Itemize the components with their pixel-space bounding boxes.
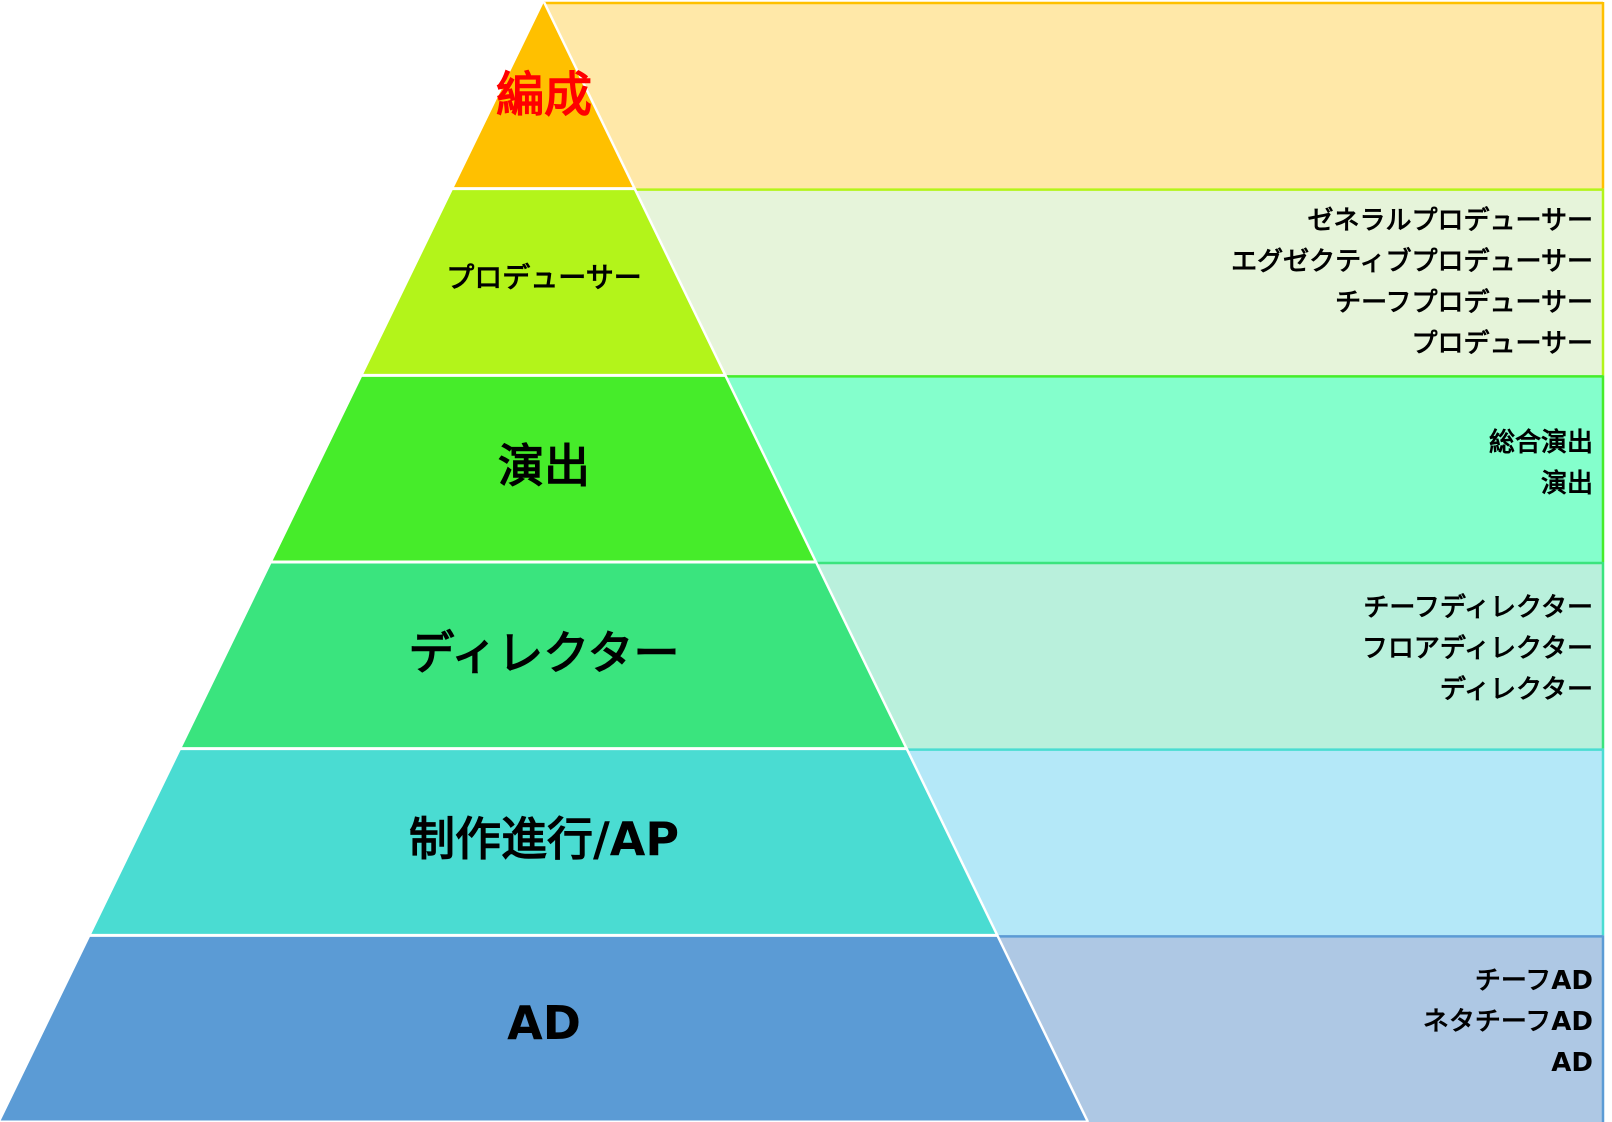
- pyramid-level-ad: [0, 936, 1088, 1121]
- panel-hensei: [544, 2, 1603, 189]
- panel-ad: [997, 935, 1603, 1122]
- level-label-director: ディレクター: [408, 625, 680, 680]
- title-item: チーフディレクター: [1363, 593, 1593, 623]
- pyramid-level-director: [182, 563, 906, 748]
- title-item: チーフプロデューサー: [1335, 287, 1593, 318]
- title-item: エグゼクティブプロデューサー: [1231, 246, 1593, 277]
- title-list-producer: ゼネラルプロデューサー エグゼクティブプロデューサー チーフプロデューサー プロ…: [1231, 201, 1593, 365]
- title-list-ad: チーフAD ネタチーフAD AD: [1423, 961, 1593, 1084]
- title-item: チーフAD: [1474, 966, 1593, 997]
- level-label-producer: プロデューサー: [446, 261, 642, 295]
- title-item: 総合演出: [1488, 428, 1593, 459]
- pyramid-level-hensei: [454, 2, 634, 188]
- pyramid-level-producer: [363, 190, 725, 374]
- panel-director: [816, 562, 1603, 749]
- title-item: ネタチーフAD: [1422, 1007, 1593, 1038]
- title-item: AD: [1551, 1048, 1593, 1079]
- level-label-ad: AD: [507, 996, 581, 1051]
- title-item: ディレクター: [1439, 675, 1593, 705]
- panel-ap: [906, 748, 1603, 936]
- title-item: プロデューサー: [1411, 328, 1593, 359]
- panel-producer: [634, 188, 1603, 376]
- title-item: 演出: [1540, 469, 1593, 500]
- title-item: ゼネラルプロデューサー: [1307, 205, 1593, 236]
- pyramid-level-ap: [91, 750, 997, 934]
- title-item: フロアディレクター: [1361, 634, 1593, 664]
- level-label-hensei: 編成: [495, 66, 593, 123]
- panel-enshutsu: [725, 375, 1603, 562]
- level-label-enshutsu: 演出: [498, 439, 590, 494]
- title-list-director: チーフディレクター フロアディレクター ディレクター: [1362, 588, 1593, 711]
- title-list-enshutsu: 総合演出 演出: [1489, 423, 1593, 505]
- level-label-ap: 制作進行/AP: [408, 812, 680, 867]
- pyramid-level-enshutsu: [272, 376, 816, 561]
